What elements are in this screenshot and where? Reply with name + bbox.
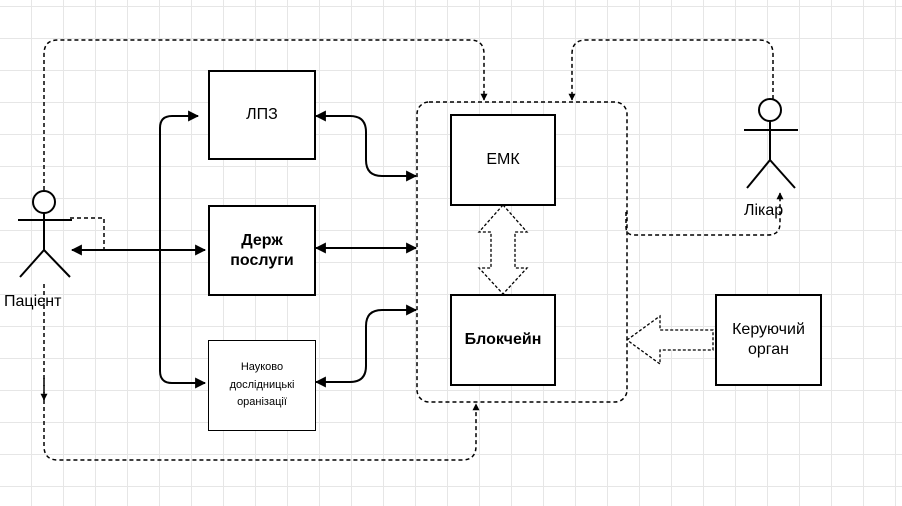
emk-blockchain-double-arrow xyxy=(477,204,529,295)
node-research-orgs[interactable]: Науково дослідницькі оранізації xyxy=(208,340,316,431)
node-blockchain-label: Блокчейн xyxy=(464,331,542,348)
node-emk-label: ЕМК xyxy=(486,151,520,168)
node-governing-body[interactable]: Керуючий орган xyxy=(715,294,822,386)
connector-research-container xyxy=(314,304,418,388)
node-lpz-label: ЛПЗ xyxy=(246,106,278,123)
patient-actor-icon xyxy=(18,190,72,278)
dashed-doctor-to-container xyxy=(568,39,774,101)
dashed-container-to-doctor xyxy=(625,192,784,236)
node-governing-body-label: Керуючий орган xyxy=(732,321,805,358)
patient-label: Пацієнт xyxy=(4,293,62,310)
node-gov-services[interactable]: Держ послуги xyxy=(208,205,316,296)
dashed-patient-to-blockchain xyxy=(43,284,476,461)
node-blockchain[interactable]: Блокчейн xyxy=(450,294,556,386)
connector-lpz-container xyxy=(314,110,418,182)
connector-hub-lpz xyxy=(159,110,207,389)
node-lpz[interactable]: ЛПЗ xyxy=(208,70,316,160)
governing-body-to-blockchain-arrow xyxy=(625,314,714,366)
node-gov-services-label: Держ послуги xyxy=(230,232,294,269)
node-research-orgs-label: Науково дослідницькі оранізації xyxy=(229,361,295,409)
doctor-actor-icon xyxy=(744,98,798,189)
node-emk[interactable]: ЕМК xyxy=(450,114,556,206)
dashed-patient-to-emk xyxy=(43,39,488,190)
doctor-label: Лікар xyxy=(744,202,784,219)
dashed-patient-side-loop xyxy=(70,217,105,250)
